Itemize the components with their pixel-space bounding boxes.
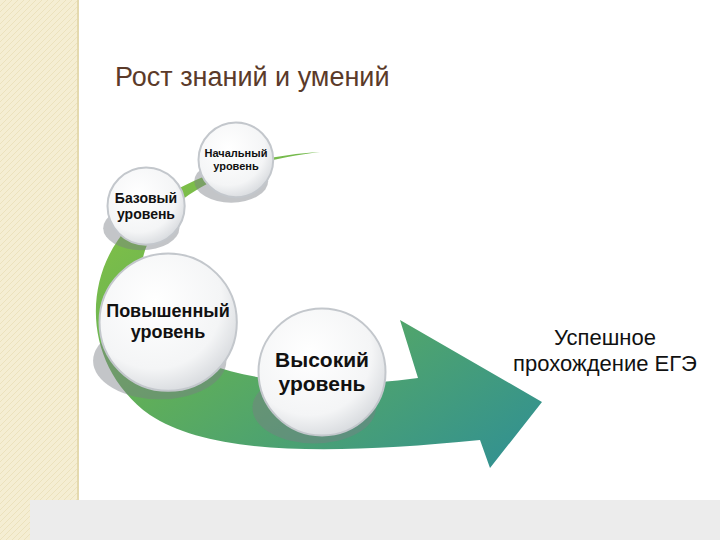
circle-text: Повышенный уровень xyxy=(98,252,238,392)
slide-title: Рост знаний и умений xyxy=(115,62,390,93)
level-text: Базовый уровень xyxy=(115,190,177,222)
circle-text: Базовый уровень xyxy=(106,166,186,246)
goal-label: Успешное прохождение ЕГЭ xyxy=(510,325,700,378)
level-text: Повышенный уровень xyxy=(106,301,230,342)
level-circle: Высокий уровень xyxy=(257,307,387,437)
circle-shape xyxy=(107,167,184,244)
side-strip xyxy=(0,0,78,540)
level-circle: Начальный уровень xyxy=(197,121,275,199)
level-text: Высокий уровень xyxy=(275,348,369,396)
spiral-arrow xyxy=(96,152,542,468)
circle-text: Начальный уровень xyxy=(197,121,275,199)
level-circle: Повышенный уровень xyxy=(98,252,238,392)
strip-edge xyxy=(77,0,79,540)
level-text: Начальный уровень xyxy=(205,147,268,172)
bottom-bar xyxy=(30,500,720,540)
level-circle: Базовый уровень xyxy=(106,166,186,246)
circle-shape xyxy=(259,309,386,436)
circle-shape xyxy=(199,123,274,198)
circle-shape xyxy=(99,253,236,390)
circle-text: Высокий уровень xyxy=(257,307,387,437)
